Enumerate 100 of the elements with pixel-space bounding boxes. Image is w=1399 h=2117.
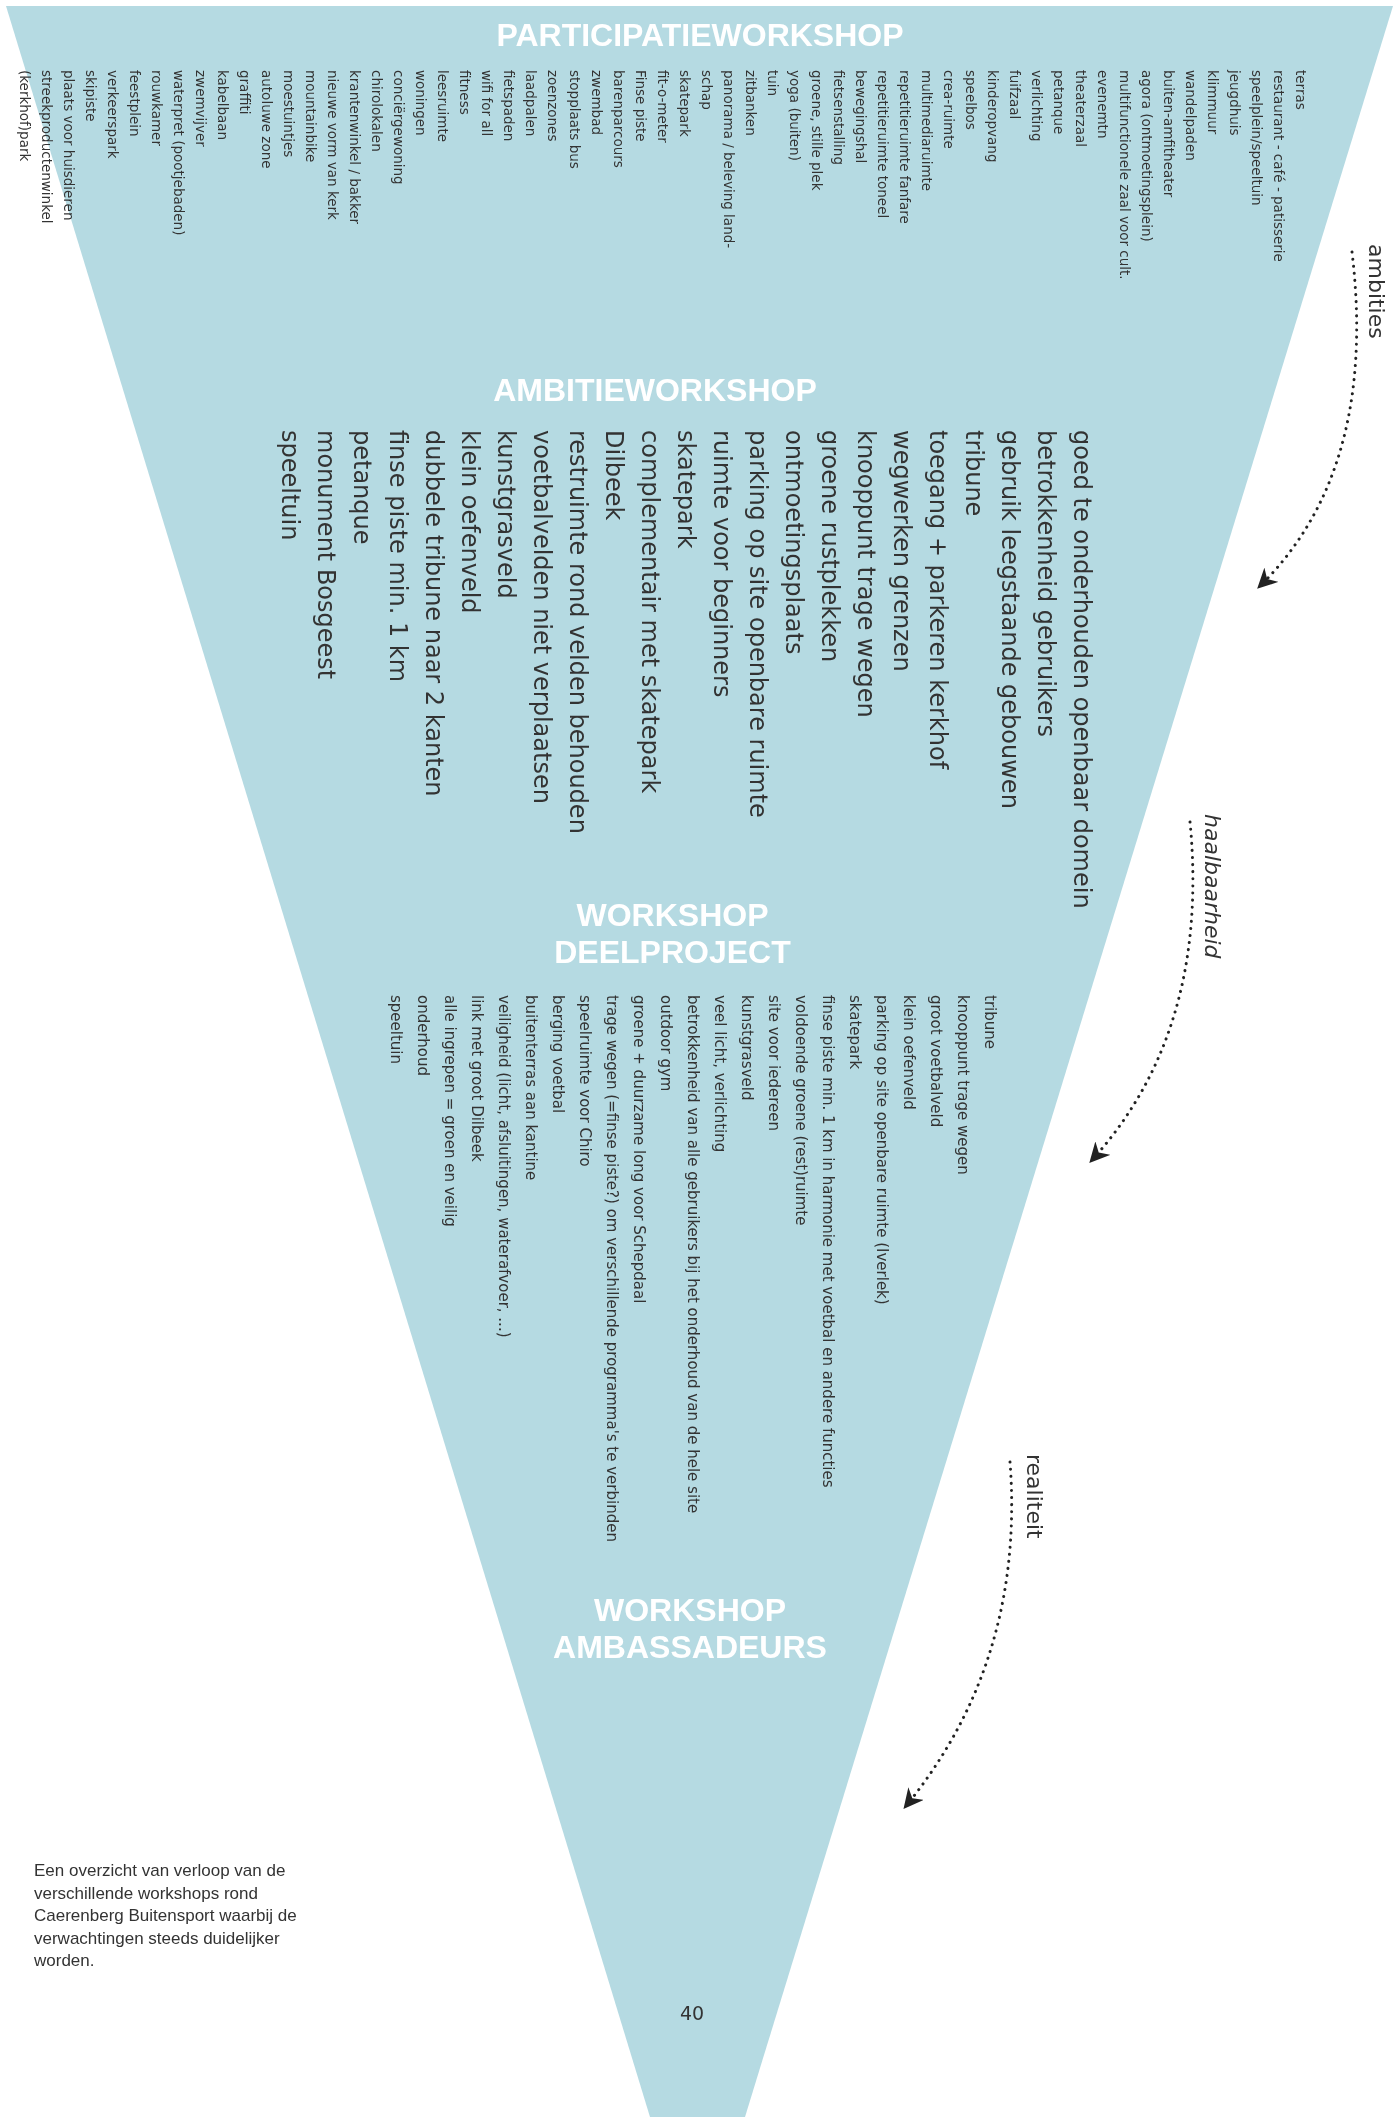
list-item: speeltuin [275, 430, 305, 543]
list-item: knooppunt trage wegen [851, 430, 881, 720]
list-item: veiligheid (licht, afsluitingen, waterafvoer, ...) [494, 995, 514, 1340]
list-item: stopplaats bus [566, 70, 584, 171]
list-item: zoenzones [544, 70, 562, 144]
list-item: finse piste min. 1 km [383, 430, 413, 685]
list-item: buiten-amfitheater [1160, 70, 1178, 200]
list-item: Finse piste [632, 70, 650, 144]
list-item: krantenwinkel / bakker [346, 70, 364, 227]
list-item: outdoor gym [656, 995, 676, 1094]
list-item: plaats voor huisdieren [60, 70, 78, 223]
list-item: toegang + parkeren kerkhof [923, 430, 953, 772]
list-item: link met groot Dilbeek [467, 995, 487, 1164]
list-item: multimediaruimte [918, 70, 936, 194]
list-item: verlichting [1028, 70, 1046, 144]
list-item: streekproductenwinkel [38, 70, 56, 226]
list-item: kinderopvang [984, 70, 1002, 165]
list-item: groot voetbalveld [926, 995, 946, 1130]
list-item: trage wegen (=finse piste?) om verschillende programma's te verbinden [602, 995, 622, 1544]
section-heading: PARTICIPATIEWORKSHOP [496, 17, 904, 54]
list-item: site voor iedereen [764, 995, 784, 1133]
list-item: ontmoetingsplaats [779, 430, 809, 657]
list-item: zwembad [588, 70, 606, 137]
list-item: fuifzaal [1006, 70, 1024, 122]
section-heading: WORKSHOP DEELPROJECT [553, 897, 792, 971]
list-item: kunstgrasveld [737, 995, 757, 1103]
list-item: (kerkhof)park [16, 70, 34, 164]
list-item: wegwerken grenzen [887, 430, 917, 674]
list-item: repetitieruimte toneel [874, 70, 892, 221]
page-number: 40 [680, 2002, 705, 2024]
list-item: parking op site openbare ruimte (Iverlek) [872, 995, 892, 1307]
list-item: wifi for all [478, 70, 496, 139]
list-item: tribune [959, 430, 989, 519]
list-item: fitness [456, 70, 474, 117]
list-item: speelruimte voor Chiro [575, 995, 595, 1169]
list-item: agora (ontmoetingsplein) [1138, 70, 1156, 244]
list-item: kunstgrasveld [491, 430, 521, 601]
list-item: groene + duurzame long voor Schepdaal [629, 995, 649, 1306]
list-item: speelbos [962, 70, 980, 132]
list-item: autoluwe zone [258, 70, 276, 171]
list-item: chirolokalen [368, 70, 386, 154]
list-item: rouwkamer [148, 70, 166, 148]
list-item: woningen [412, 70, 430, 138]
list-item: fit-o-meter [654, 70, 672, 145]
list-item: mountainbike [302, 70, 320, 165]
list-item: klein oefenveld [455, 430, 485, 616]
list-item: voldoende groene (rest)ruimte [791, 995, 811, 1228]
list-item: betrokkenheid van alle gebruikers bij het onderhoud van de hele site [683, 995, 703, 1516]
list-item: skatepark [845, 995, 865, 1072]
list-item: gebruik leegstaande gebouwen [995, 430, 1025, 811]
list-item: zitbanken [742, 70, 760, 138]
list-item: fietspaden [500, 70, 518, 144]
list-item: monument Bosgeest [311, 430, 341, 682]
list-item: goed te onderhouden openbaar domein [1067, 430, 1097, 911]
list-item: knooppunt trage wegen [953, 995, 973, 1177]
list-item: betrokkenheid gebruikers [1031, 430, 1061, 740]
list-item: klein oefenveld [899, 995, 919, 1112]
list-item: skatepark [676, 70, 694, 139]
list-item: petanque [1050, 70, 1068, 137]
list-item: zwemvijver [192, 70, 210, 149]
list-item: jeugdhuis [1226, 70, 1244, 138]
funnel-shape [6, 6, 1394, 2117]
list-item: onderhoud [413, 995, 433, 1079]
list-item: speelplein/speeltuin [1248, 70, 1266, 208]
list-item: buitenterras aan kantine [521, 995, 541, 1183]
list-item: theaterzaal [1072, 70, 1090, 149]
list-item: veel licht, verlichting [710, 995, 730, 1155]
list-item: graffiti [236, 70, 254, 117]
list-item: berging voetbal [548, 995, 568, 1116]
list-item: kabelbaan [214, 70, 232, 143]
list-item: groene rustplekken [815, 430, 845, 665]
list-item: leesruimte [434, 70, 452, 144]
section-heading: WORKSHOP AMBASSADEURS [552, 1592, 828, 1666]
direction-label: ambities [1364, 244, 1389, 339]
list-item: tuin [764, 70, 782, 99]
list-item: verkeerspark [104, 70, 122, 161]
caption-text: Een overzicht van verloop van de verschillende workshops rond Caerenberg Buitensport waarbij de verwachtingen steeds duidelijker worden. [34, 1860, 298, 1972]
list-item: skipiste [82, 70, 100, 124]
list-item: barenparcours [610, 70, 628, 170]
list-item: dubbele tribune naar 2 kanten [419, 430, 449, 799]
list-item: laadpalen [522, 70, 540, 139]
direction-label: realiteit [1022, 1454, 1047, 1539]
direction-label: haalbaarheid [1200, 814, 1225, 959]
list-item: terras [1292, 70, 1310, 112]
list-item: tribune [980, 995, 1000, 1051]
list-item: crea-ruimte [940, 70, 958, 151]
section-heading: AMBITIEWORKSHOP [493, 372, 817, 409]
list-item: fietsenstalling [830, 70, 848, 167]
list-item: petanque [347, 430, 377, 547]
list-item: repetitieruimte fanfare [896, 70, 914, 226]
list-item: speeltuin [386, 995, 406, 1067]
list-item: moestuintjes [280, 70, 298, 160]
list-item: voetbalvelden niet verplaatsen [527, 430, 557, 806]
list-item: yoga (buiten) [786, 70, 804, 163]
list-item: conciërgewoning [390, 70, 408, 187]
list-item: wandelpaden [1182, 70, 1200, 163]
list-item: restaurant - café - patisserie [1270, 70, 1288, 264]
list-item: bewegingshal [852, 70, 870, 166]
list-item: feestplein [126, 70, 144, 139]
list-item: alle ingrepen = groen en veilig [440, 995, 460, 1229]
